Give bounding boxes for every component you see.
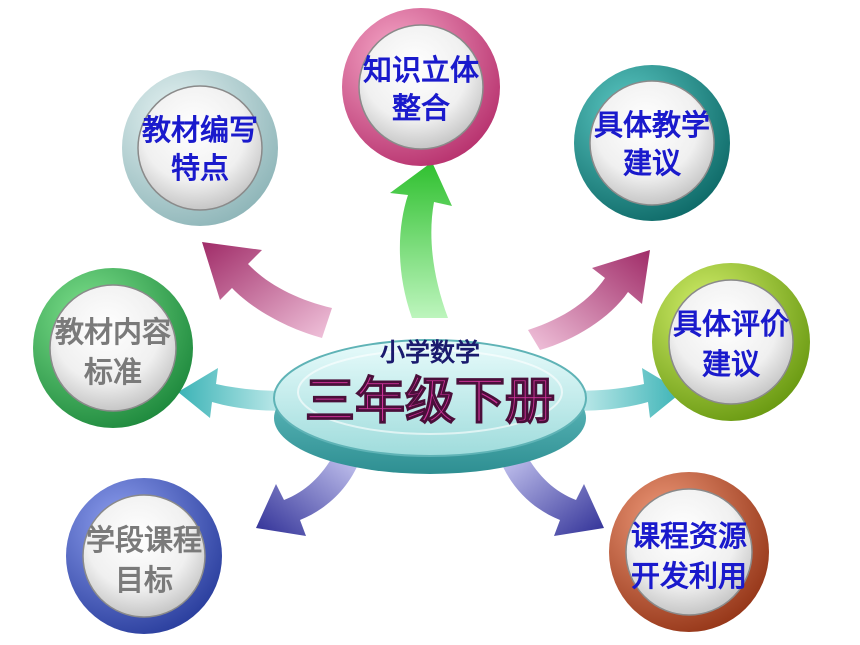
center-subtitle: 小学数学 xyxy=(380,338,480,367)
arrow-to-textbook-features xyxy=(202,242,332,338)
arrow-to-knowledge xyxy=(390,162,452,318)
center-title: 三年级下册 xyxy=(305,372,555,430)
node-content-standard: 教材内容 标准 xyxy=(33,268,193,428)
arrow-to-resource-development xyxy=(500,454,604,536)
node-teaching-advice-line2: 建议 xyxy=(623,146,682,180)
node-course-goals: 学段课程 目标 xyxy=(66,478,222,634)
node-course-goals-line1: 学段课程 xyxy=(86,523,202,557)
node-content-standard-line2: 标准 xyxy=(84,355,142,389)
arrows xyxy=(178,162,682,536)
node-textbook-features-line1: 教材编写 xyxy=(142,113,258,147)
node-content-standard-line1: 教材内容 xyxy=(55,315,171,349)
node-knowledge-line2: 整合 xyxy=(392,91,450,125)
arrow-to-teaching-advice xyxy=(528,250,650,350)
node-knowledge-line1: 知识立体 xyxy=(363,53,480,87)
node-course-goals-line2: 目标 xyxy=(115,563,173,597)
node-resource-development-line1: 课程资源 xyxy=(631,519,747,553)
center-hub: 小学数学 三年级下册 xyxy=(273,338,587,474)
arrow-to-course-goals xyxy=(256,454,360,536)
node-teaching-advice: 具体教学 建议 xyxy=(574,65,730,221)
node-textbook-features: 教材编写 特点 xyxy=(122,70,278,226)
node-evaluation-advice-line1: 具体评价 xyxy=(673,307,790,341)
arrow-to-evaluation-advice xyxy=(560,368,682,418)
node-resource-development: 课程资源 开发利用 xyxy=(609,472,769,632)
node-evaluation-advice: 具体评价 建议 xyxy=(652,263,810,421)
arrow-to-content-standard xyxy=(178,368,300,418)
node-evaluation-advice-line2: 建议 xyxy=(702,347,761,381)
node-teaching-advice-line1: 具体教学 xyxy=(594,108,710,142)
node-knowledge: 知识立体 整合 xyxy=(342,8,500,166)
node-textbook-features-line2: 特点 xyxy=(171,151,229,185)
node-resource-development-line2: 开发利用 xyxy=(631,559,747,593)
